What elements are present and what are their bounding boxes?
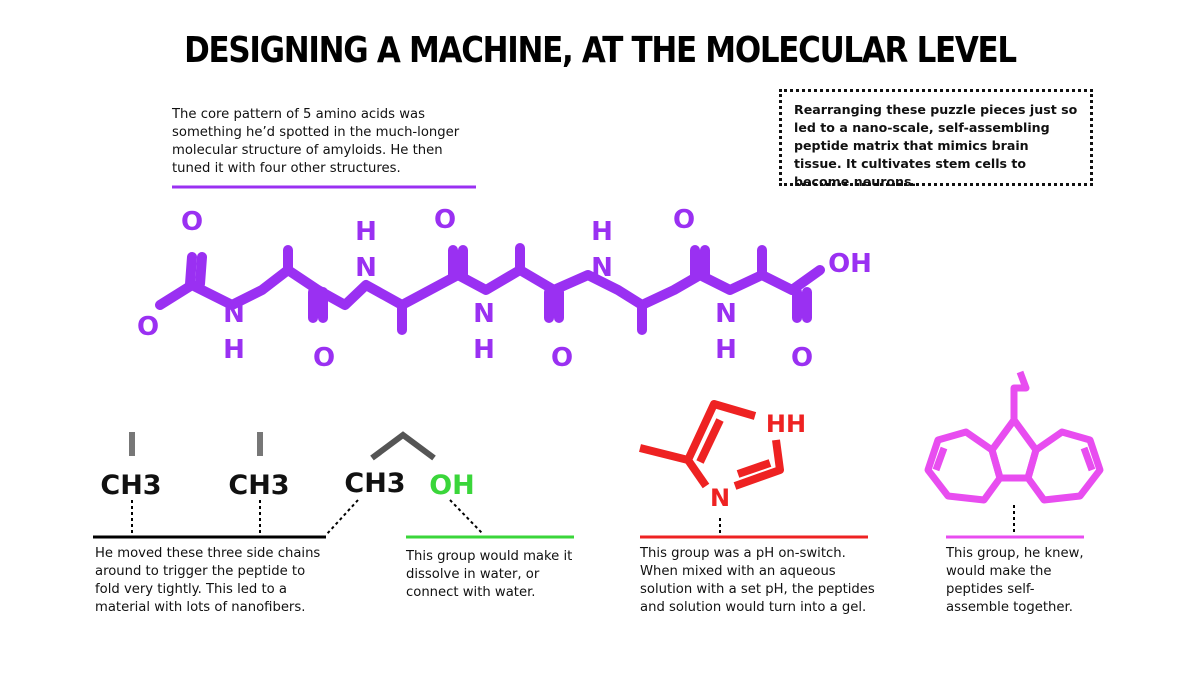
- atom-n: N: [715, 299, 737, 329]
- peptide-backbone: [155, 243, 825, 335]
- imidazole-group: HH N: [639, 400, 868, 539]
- methyl-label: CH3: [344, 468, 405, 499]
- page-title: DESIGNING A MACHINE, AT THE MOLECULAR LE…: [184, 30, 1017, 71]
- atom-h: H: [355, 217, 377, 247]
- methyl-label: CH3: [228, 470, 289, 501]
- methyl-side-chains: CH3 CH3 CH3 OH: [93, 431, 574, 539]
- atom-o: O: [313, 343, 335, 373]
- methyl-label: CH3: [100, 470, 161, 501]
- backbone-chain: [155, 265, 825, 310]
- hydroxyl-connector: [449, 499, 483, 534]
- methyl-connector: [325, 499, 359, 536]
- imidazole-nh-label: HH: [766, 410, 806, 438]
- atom-n: N: [591, 253, 613, 283]
- atom-n: N: [355, 253, 377, 283]
- atom-o: O: [181, 207, 203, 237]
- atom-o: O: [791, 343, 813, 373]
- atom-o: O: [551, 343, 573, 373]
- methyl-description: He moved these three side chains around …: [95, 546, 321, 615]
- intro-text: The core pattern of 5 amino acids was so…: [172, 107, 460, 176]
- atom-o: O: [673, 205, 695, 235]
- atom-h: H: [591, 217, 613, 247]
- atom-o: O: [434, 205, 456, 235]
- backbone-atoms: O O N H O H N O N H O H N O N H O OH: [137, 205, 872, 373]
- atom-n: N: [223, 299, 245, 329]
- imidazole-description: This group was a pH on-switch. When mixe…: [640, 546, 875, 615]
- callout-box: Rearranging these puzzle pieces just so …: [779, 89, 1093, 189]
- hydroxymethyl-bond: [370, 431, 436, 461]
- atom-h: H: [715, 335, 737, 365]
- imidazole-n-label: N: [710, 484, 730, 512]
- atom-o: O: [137, 312, 159, 342]
- atom-n: N: [473, 299, 495, 329]
- atom-oh: OH: [828, 249, 872, 279]
- atom-h: H: [473, 335, 495, 365]
- fluorene-group: [924, 370, 1104, 504]
- carbonyl-bond-1: [185, 252, 197, 289]
- hydroxyl-label: OH: [429, 470, 475, 501]
- atom-h: H: [223, 335, 245, 365]
- fluorene-description: This group, he knew, would make the pept…: [946, 546, 1084, 615]
- hydroxyl-description: This group would make it dissolve in wat…: [406, 549, 573, 600]
- carbonyl-bond-1b: [195, 252, 207, 289]
